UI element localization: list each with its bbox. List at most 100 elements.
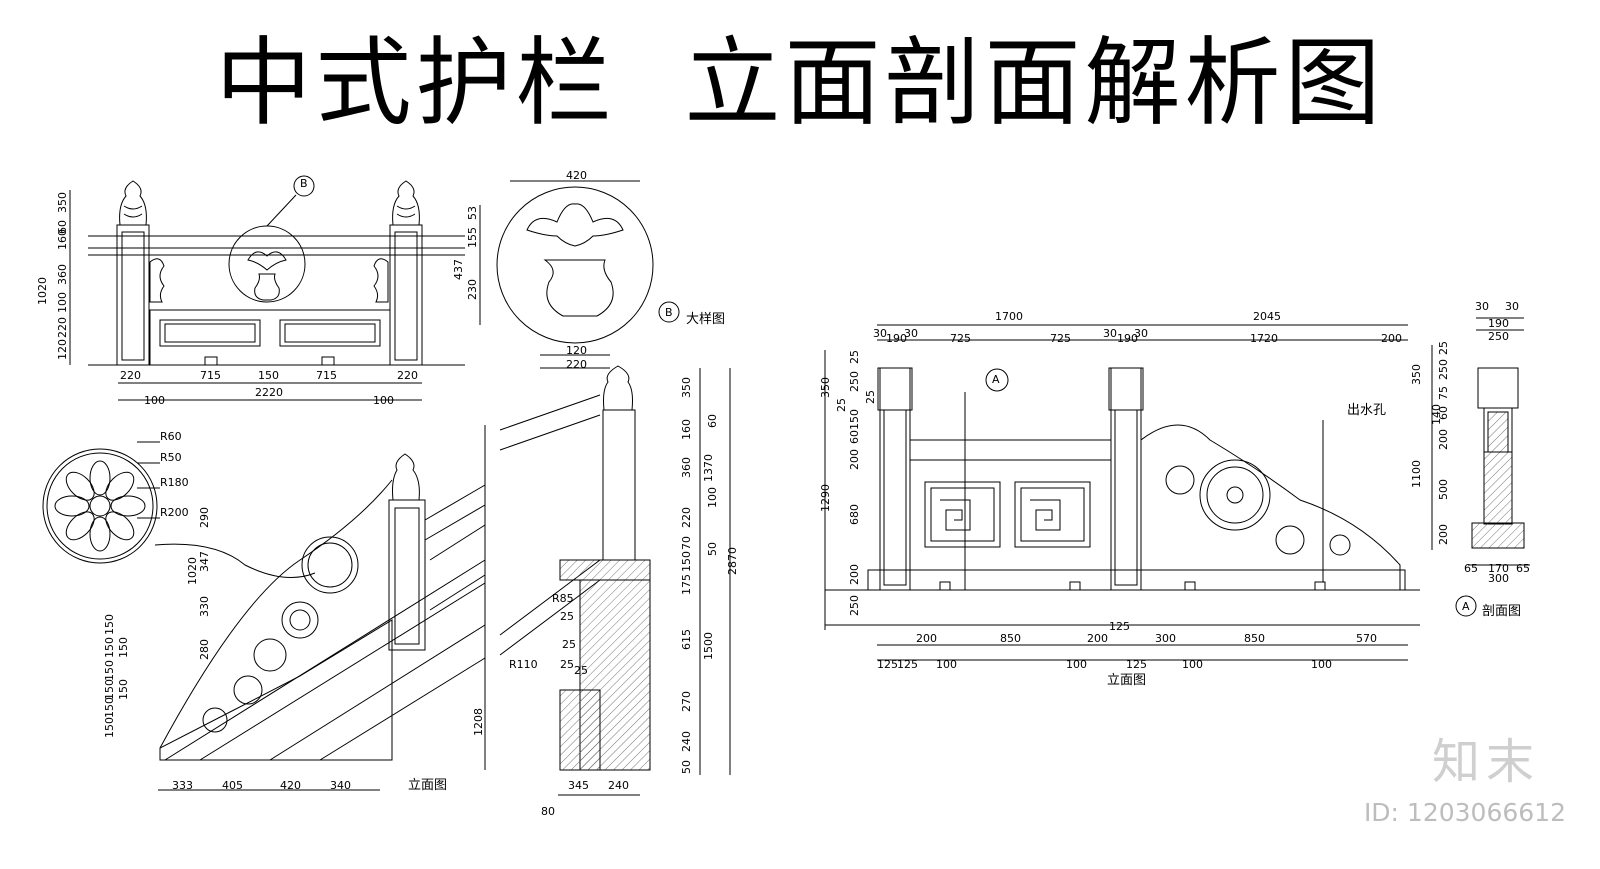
svg-text:360: 360 xyxy=(680,457,693,478)
section-a-caption: 剖面图 xyxy=(1482,604,1521,619)
top-left-bottom-dims: 220 715 150 715 220 2220 100 100 xyxy=(120,369,418,407)
svg-text:25: 25 xyxy=(848,350,861,364)
rosette-petal xyxy=(54,495,90,517)
svg-text:290: 290 xyxy=(198,507,211,528)
svg-text:70: 70 xyxy=(680,536,693,550)
marker-a-label: A xyxy=(1462,600,1470,613)
svg-text:2870: 2870 xyxy=(726,547,739,575)
svg-text:100: 100 xyxy=(936,658,957,671)
far-right-vertical-dims: 350 160 60 360 1370 220 100 70 150 50 17… xyxy=(680,377,739,774)
svg-text:25: 25 xyxy=(560,658,574,671)
svg-text:220: 220 xyxy=(120,369,141,382)
marker-a-circle xyxy=(1455,595,1477,617)
rosette-detail xyxy=(42,441,316,578)
svg-text:125: 125 xyxy=(877,658,898,671)
top-left-vertical-dims: 350 60 160 1020 360 100 220 120 53 155 4… xyxy=(36,192,479,360)
section-a xyxy=(1431,317,1530,566)
svg-text:250: 250 xyxy=(1488,330,1509,343)
svg-text:715: 715 xyxy=(316,369,337,382)
svg-text:1100: 1100 xyxy=(1410,460,1423,488)
svg-text:850: 850 xyxy=(1244,632,1265,645)
svg-text:2045: 2045 xyxy=(1253,310,1281,323)
svg-text:R50: R50 xyxy=(160,451,182,464)
svg-text:60: 60 xyxy=(848,430,861,444)
svg-text:50: 50 xyxy=(706,542,719,556)
svg-text:200: 200 xyxy=(848,564,861,585)
svg-text:R200: R200 xyxy=(160,506,189,519)
rosette-petal xyxy=(105,511,135,541)
svg-text:R60: R60 xyxy=(160,430,182,443)
svg-text:30: 30 xyxy=(1134,327,1148,340)
svg-text:150: 150 xyxy=(848,409,861,430)
stair-elevation xyxy=(158,425,486,791)
svg-text:190: 190 xyxy=(886,332,907,345)
svg-text:155: 155 xyxy=(466,227,479,248)
svg-text:175: 175 xyxy=(680,574,693,595)
svg-text:60: 60 xyxy=(1437,406,1450,420)
svg-text:500: 500 xyxy=(1437,479,1450,500)
marker-a-elev: A xyxy=(992,373,1000,386)
svg-text:25: 25 xyxy=(864,390,877,404)
svg-text:680: 680 xyxy=(848,504,861,525)
svg-text:150: 150 xyxy=(680,551,693,572)
svg-text:30: 30 xyxy=(1505,300,1519,313)
svg-text:437: 437 xyxy=(452,259,465,280)
svg-text:100: 100 xyxy=(373,394,394,407)
page-title: 中式护栏 立面剖面解析图 xyxy=(215,27,1385,139)
svg-text:160: 160 xyxy=(680,419,693,440)
svg-text:25: 25 xyxy=(560,610,574,623)
svg-text:300: 300 xyxy=(1155,632,1176,645)
right-bottom-dims: 200 850 200 300 850 570 125 125 100 100 … xyxy=(877,632,1377,671)
svg-text:30: 30 xyxy=(1103,327,1117,340)
svg-text:150: 150 xyxy=(117,679,130,700)
svg-text:250: 250 xyxy=(848,371,861,392)
svg-text:R110: R110 xyxy=(509,658,538,671)
svg-text:360: 360 xyxy=(56,264,69,285)
stair-bottom-dims: 333 405 420 340 xyxy=(172,779,351,792)
svg-text:220: 220 xyxy=(397,369,418,382)
rosette-petal xyxy=(105,471,135,501)
svg-text:220: 220 xyxy=(680,507,693,528)
svg-text:100: 100 xyxy=(56,292,69,313)
svg-text:25: 25 xyxy=(562,638,576,651)
rosette-petal xyxy=(89,516,111,552)
svg-text:170: 170 xyxy=(1488,562,1509,575)
base-dim: 125 xyxy=(1109,620,1130,633)
svg-text:330: 330 xyxy=(198,596,211,617)
rosette-dims: R60 R50 R180 R200 xyxy=(160,430,189,519)
top-left-elevation xyxy=(69,180,481,401)
svg-text:350: 350 xyxy=(819,377,832,398)
rosette-petal xyxy=(65,511,95,541)
svg-text:60: 60 xyxy=(56,220,69,234)
svg-text:150: 150 xyxy=(103,614,116,635)
drain-hole-label: 出水孔 xyxy=(1347,403,1386,418)
svg-text:240: 240 xyxy=(608,779,629,792)
svg-text:150: 150 xyxy=(103,679,116,700)
svg-text:140: 140 xyxy=(1430,404,1443,425)
svg-text:120: 120 xyxy=(56,339,69,360)
svg-text:270: 270 xyxy=(680,691,693,712)
svg-text:150: 150 xyxy=(103,660,116,681)
marker-b-circle-top xyxy=(293,175,315,197)
svg-text:725: 725 xyxy=(1050,332,1071,345)
svg-text:2220: 2220 xyxy=(255,386,283,399)
svg-text:615: 615 xyxy=(680,629,693,650)
svg-text:850: 850 xyxy=(1000,632,1021,645)
svg-text:250: 250 xyxy=(848,595,861,616)
svg-text:150: 150 xyxy=(103,717,116,738)
svg-text:100: 100 xyxy=(144,394,165,407)
svg-text:200: 200 xyxy=(1437,524,1450,545)
watermark-brand: 知末 xyxy=(1431,734,1540,790)
section-a-dims: 30 30 190 250 25 350 250 75 140 60 200 1… xyxy=(1410,300,1530,585)
svg-text:1720: 1720 xyxy=(1250,332,1278,345)
svg-text:570: 570 xyxy=(1356,632,1377,645)
right-elevation xyxy=(824,324,1420,661)
svg-text:1290: 1290 xyxy=(819,484,832,512)
svg-text:200: 200 xyxy=(1437,429,1450,450)
marker-b-label: B xyxy=(665,306,673,319)
svg-text:333: 333 xyxy=(172,779,193,792)
svg-text:100: 100 xyxy=(1311,658,1332,671)
svg-text:30: 30 xyxy=(904,327,918,340)
svg-text:347: 347 xyxy=(198,551,211,572)
